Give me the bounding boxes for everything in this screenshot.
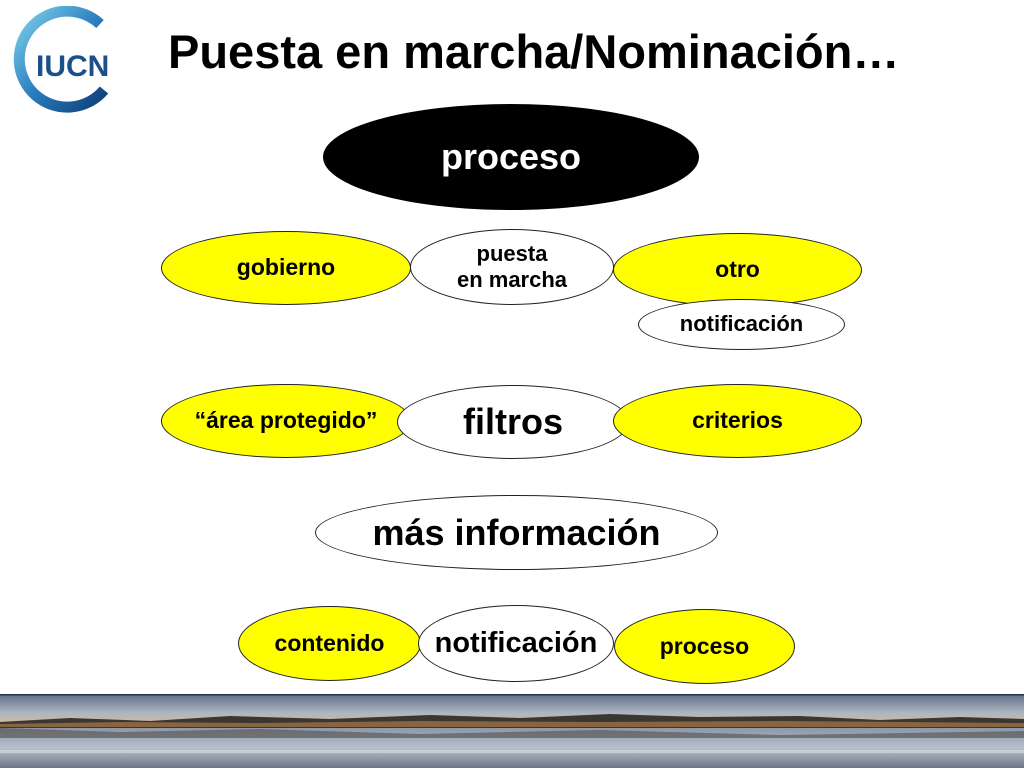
node-area-protegido-label: “área protegido” <box>194 407 378 434</box>
node-proceso-main-label: proceso <box>440 136 582 178</box>
node-proceso-main: proceso <box>323 104 699 210</box>
node-filtros: filtros <box>397 385 629 459</box>
node-notificacion-small: notificación <box>638 299 845 350</box>
logo-text: IUCN <box>36 50 109 83</box>
landscape-banner <box>0 694 1024 768</box>
node-puesta-en-marcha: puesta en marcha <box>410 229 614 305</box>
node-contenido: contenido <box>238 606 421 681</box>
iucn-logo: IUCN <box>8 5 126 116</box>
node-area-protegido: “área protegido” <box>161 384 411 458</box>
node-filtros-label: filtros <box>462 401 563 443</box>
node-mas-informacion-label: más información <box>372 511 661 553</box>
node-otro-label: otro <box>715 256 760 283</box>
node-criterios-label: criterios <box>692 407 783 434</box>
page-title: Puesta en marcha/Nominación… <box>168 25 900 78</box>
iucn-logo-graphic: IUCN <box>13 5 109 113</box>
node-proceso-bottom-label: proceso <box>659 632 750 659</box>
node-gobierno: gobierno <box>161 231 411 305</box>
node-gobierno-label: gobierno <box>236 254 336 281</box>
node-puesta-label-1: puesta <box>476 240 548 266</box>
node-notificacion-small-label: notificación <box>679 311 804 337</box>
node-notificacion-bottom-label: notificación <box>434 627 598 660</box>
node-contenido-label: contenido <box>274 629 385 656</box>
node-otro: otro <box>613 233 862 307</box>
node-proceso-bottom: proceso <box>614 609 795 684</box>
node-mas-informacion: más información <box>315 495 718 570</box>
landscape-image <box>0 694 1024 768</box>
node-criterios: criterios <box>613 384 862 458</box>
node-notificacion-bottom: notificación <box>418 605 614 682</box>
node-puesta-label-2: en marcha <box>456 267 568 292</box>
